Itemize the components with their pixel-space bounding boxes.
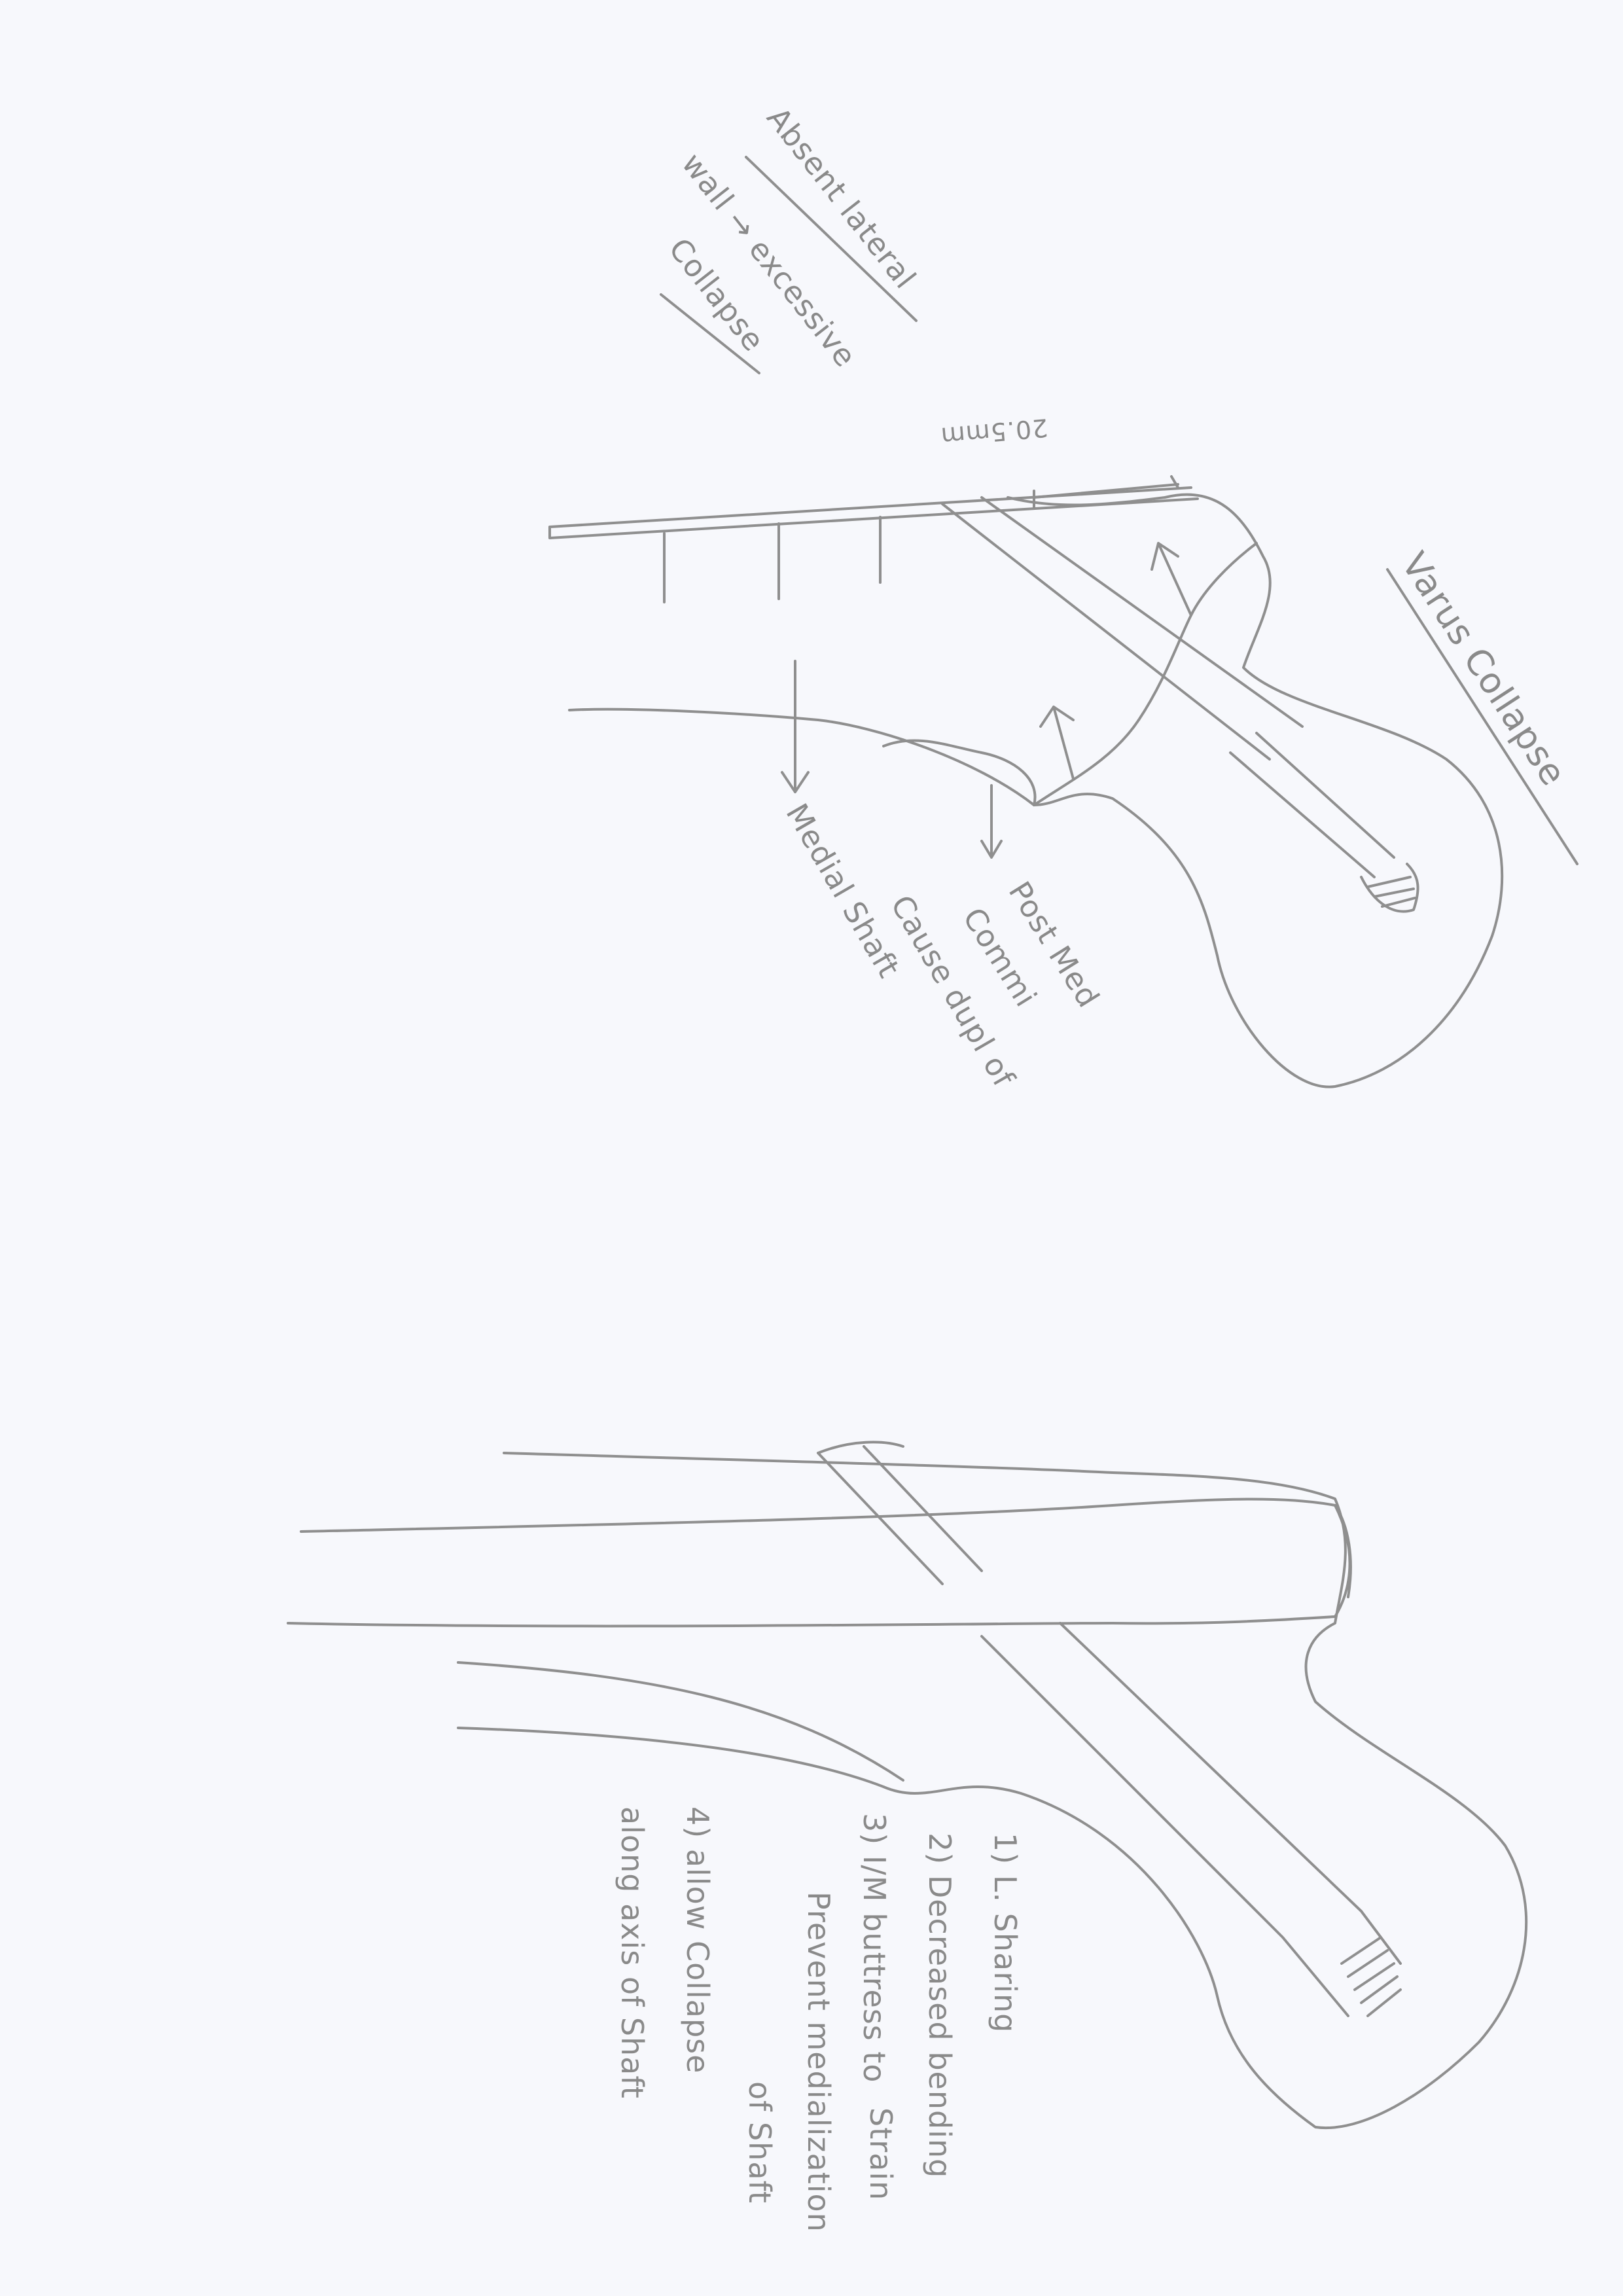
- bottom-femur-sketch: 1) L. Sharing 2) Decreased bending Strai…: [288, 1442, 1526, 2232]
- bottom-nail: [288, 1499, 1335, 1626]
- top-arrow-up-1: [1041, 707, 1073, 779]
- bottom-note-2: 2) Decreased bending: [922, 1833, 957, 2178]
- top-fracture-line: [1034, 543, 1257, 805]
- bottom-lag-screw: [982, 1623, 1400, 2016]
- bottom-note-6: of Shaft: [742, 2081, 777, 2204]
- bottom-canal: [458, 1662, 903, 1780]
- cause-label-2: Medial Shaft: [779, 798, 907, 984]
- top-arrow-up-2: [1152, 543, 1191, 615]
- bottom-note-3: Strain: [863, 2108, 899, 2200]
- bottom-cap: [1335, 1505, 1351, 1617]
- bottom-note-4: 3) I/M buttress to: [857, 1813, 892, 2083]
- bottom-note-7: 4) allow Collapse: [680, 1806, 715, 2073]
- bottom-note-5: Prevent medialization: [801, 1892, 836, 2233]
- varus-underline: [1387, 569, 1577, 864]
- bottom-screw-thread: [1342, 1937, 1400, 2016]
- top-comminution: [883, 740, 1035, 805]
- top-screw-thread: [1361, 864, 1418, 912]
- top-arrow-down-2: [982, 785, 1001, 857]
- bottom-note-8: along axis of Shaft: [615, 1806, 650, 2099]
- varus-label: Varus Collapse: [1393, 545, 1575, 793]
- top-lag-screw: [942, 497, 1394, 877]
- top-femur-sketch: Varus Collapse 20.5mm Absent lateral wal…: [550, 101, 1577, 1094]
- top-plate: [550, 488, 1198, 538]
- measurement-label: 20.5mm: [939, 413, 1049, 451]
- bottom-note-1: 1) L. Sharing: [988, 1833, 1023, 2033]
- top-arrow-down-1: [782, 661, 808, 792]
